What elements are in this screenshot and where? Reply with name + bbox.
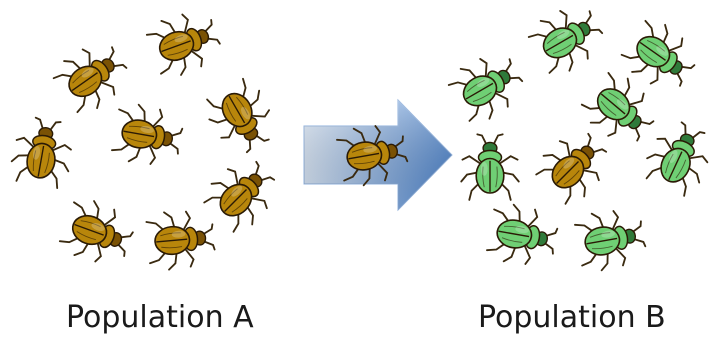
beetle-icon [203, 160, 276, 233]
population-b-group [447, 10, 709, 272]
beetle-icon [145, 13, 221, 76]
beetle-icon [574, 210, 647, 272]
beetle-icon [447, 58, 524, 122]
population-a-group [10, 13, 276, 271]
beetle-icon [206, 77, 270, 154]
beetle-icon [58, 200, 134, 263]
beetle-icon [527, 10, 604, 74]
beetle-icon [486, 203, 559, 265]
population-a-label: Population A [66, 300, 254, 335]
beetle-icon [10, 116, 72, 189]
beetle-icon [52, 46, 128, 114]
beetle-icon [620, 19, 696, 87]
beetle-icon [460, 133, 520, 201]
beetle-icon [145, 210, 216, 271]
population-b-label: Population B [478, 300, 666, 335]
beetle-icon [336, 125, 409, 187]
beetle-icon [645, 121, 709, 197]
migrating-beetle [336, 125, 409, 187]
beetle-icon [535, 132, 608, 205]
beetle-icon [111, 103, 184, 165]
beetle-icon [580, 72, 655, 142]
